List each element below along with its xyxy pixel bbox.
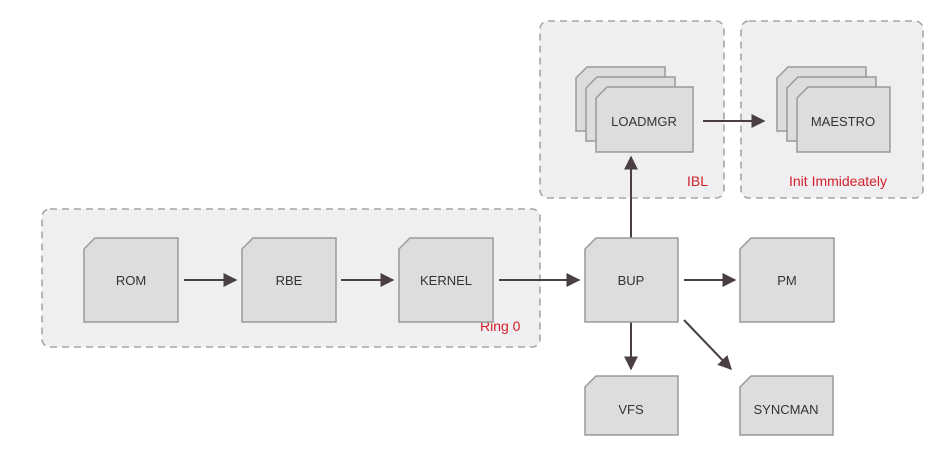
group-ibl-label: IBL: [687, 173, 708, 189]
node-rbe-label: RBE: [276, 273, 303, 288]
node-bup-label: BUP: [618, 273, 645, 288]
node-kernel-label: KERNEL: [420, 273, 472, 288]
edges: [184, 114, 766, 371]
node-vfs: VFS: [584, 375, 679, 436]
group-init-label: Init Immideately: [789, 173, 887, 189]
node-kernel: KERNEL: [398, 237, 494, 323]
node-syncman-label: SYNCMAN: [753, 402, 818, 417]
node-pm: PM: [739, 237, 835, 323]
node-loadmgr-label: LOADMGR: [611, 114, 677, 129]
node-pm-label: PM: [777, 273, 797, 288]
node-syncman: SYNCMAN: [739, 375, 834, 436]
node-loadmgr: LOADMGR: [575, 66, 694, 153]
node-bup: BUP: [584, 237, 679, 323]
node-rom: ROM: [83, 237, 179, 323]
node-maestro-label: MAESTRO: [811, 114, 875, 129]
node-rbe: RBE: [241, 237, 337, 323]
node-vfs-label: VFS: [618, 402, 644, 417]
node-rom-label: ROM: [116, 273, 146, 288]
node-maestro: MAESTRO: [776, 66, 891, 153]
edge-bup-syncman: [683, 319, 732, 371]
